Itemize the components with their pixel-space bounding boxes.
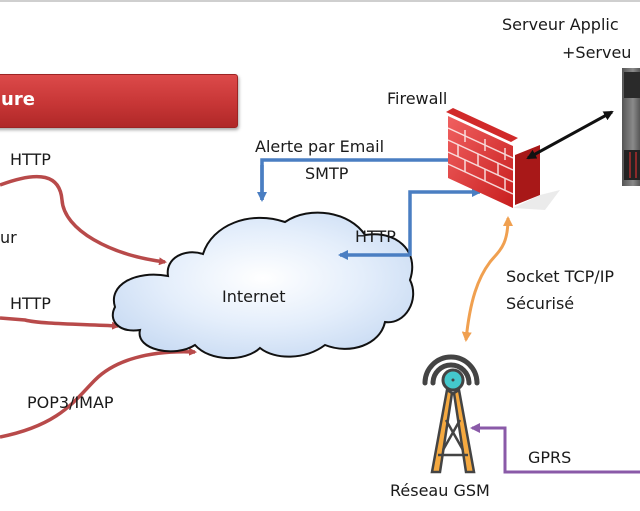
pop3-link <box>0 347 197 439</box>
firewall-icon <box>446 108 560 210</box>
gsm-label: Réseau GSM <box>390 481 490 500</box>
gprs-label: GPRS <box>528 448 572 467</box>
gprs-link <box>470 423 640 474</box>
pop3-label: POP3/IMAP <box>27 393 114 412</box>
http-label-1: HTTP <box>10 150 51 169</box>
http-link-1 <box>0 174 167 266</box>
firewall-label: Firewall <box>387 89 448 108</box>
top-border <box>0 0 640 2</box>
socket-label-line2: Sécurisé <box>506 294 575 313</box>
smtp-link <box>260 155 472 200</box>
client-partial-label: ur <box>0 228 17 247</box>
smtp-label-line1: Alerte par Email <box>255 137 385 156</box>
server-icon <box>622 68 640 186</box>
server-label-line1: Serveur Applic <box>502 15 619 34</box>
http-firewall-label: HTTP <box>355 227 396 246</box>
internet-label: Internet <box>222 287 286 306</box>
smtp-label-line2: SMTP <box>305 164 349 183</box>
server-label-line2: +Serveu <box>562 43 632 62</box>
socket-link <box>461 216 513 342</box>
gsm-tower-icon <box>422 354 480 474</box>
internet-cloud <box>111 211 415 360</box>
section-banner: ure <box>0 74 238 128</box>
firewall-server-link <box>526 110 614 160</box>
banner-label: ure <box>1 89 35 110</box>
http-link-2 <box>0 316 120 330</box>
http-label-2: HTTP <box>10 294 51 313</box>
socket-label-line1: Socket TCP/IP <box>506 267 615 286</box>
